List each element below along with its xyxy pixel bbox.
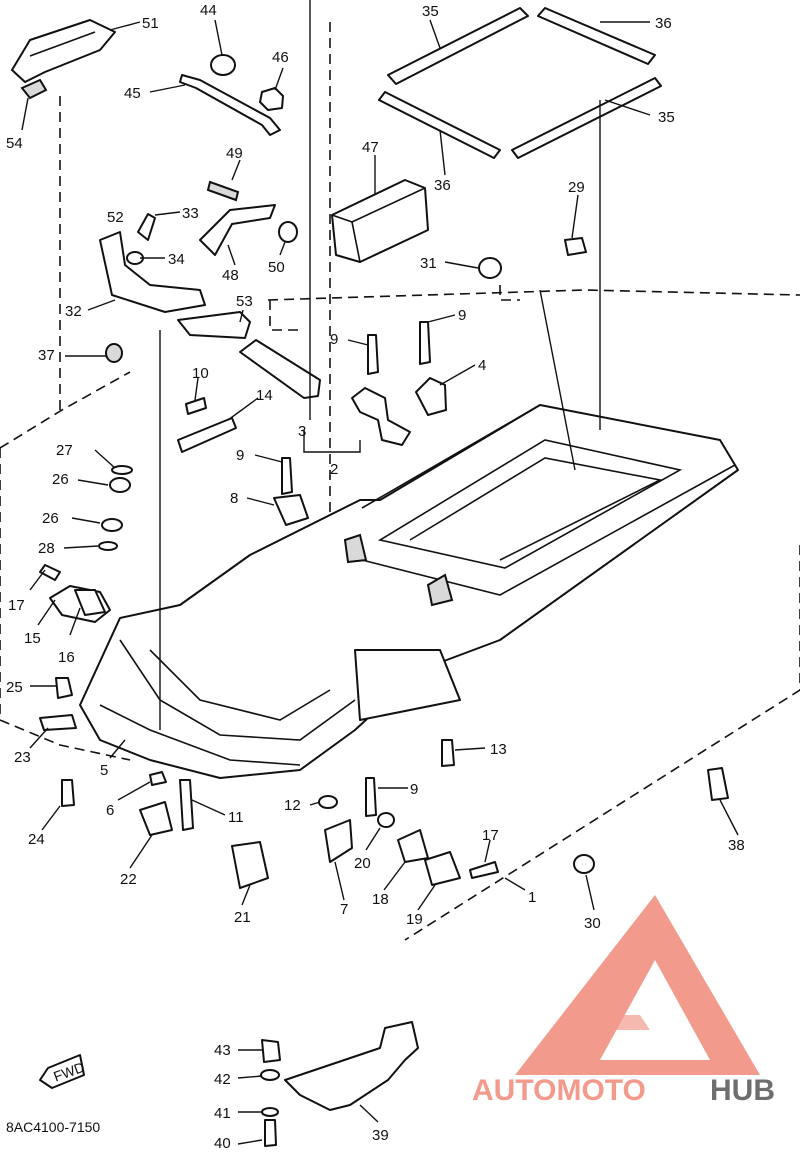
callout-32: 32 <box>65 303 82 320</box>
callout-36: 36 <box>655 15 672 32</box>
callout-12: 12 <box>284 797 301 814</box>
callout-44: 44 <box>200 2 217 19</box>
callout-41: 41 <box>214 1105 231 1122</box>
callout-43: 43 <box>214 1042 231 1059</box>
watermark-text-dark: HUB <box>710 1074 775 1107</box>
watermark-logo: AUTOMOTO HUB <box>472 895 775 1107</box>
main-frame <box>79 404 739 779</box>
callout-11: 11 <box>228 809 244 826</box>
callout-10: 10 <box>192 365 209 382</box>
callout-7: 7 <box>340 901 348 918</box>
callout-51: 51 <box>142 15 159 32</box>
watermark-text-accent: AUTOMOTO <box>472 1074 646 1107</box>
callout-9-a: 9 <box>330 331 338 348</box>
callout-47: 47 <box>362 139 379 156</box>
callout-3: 3 <box>298 423 306 440</box>
callout-28: 28 <box>38 540 55 557</box>
callout-8: 8 <box>230 490 238 507</box>
dashed-assembly-outline <box>0 20 800 941</box>
storage-box <box>331 179 429 263</box>
callout-1: 1 <box>528 889 536 906</box>
callout-19: 19 <box>406 911 423 928</box>
callout-23: 23 <box>14 749 31 766</box>
callout-54: 54 <box>6 135 23 152</box>
callout-2: 2 <box>330 461 338 478</box>
diagram-code: 8AC4100-7150 <box>6 1119 100 1135</box>
callout-9-b: 9 <box>458 307 466 324</box>
callout-48: 48 <box>222 267 239 284</box>
callout-53: 53 <box>236 293 253 310</box>
callout-37: 37 <box>38 347 55 364</box>
callout-35: 35 <box>422 3 439 20</box>
rod-assembly <box>179 54 284 136</box>
callout-25: 25 <box>6 679 23 696</box>
callout-17-a: 17 <box>8 597 25 614</box>
fwd-arrow-icon: FWD <box>39 1054 87 1089</box>
callout-16: 16 <box>58 649 75 666</box>
callout-26-b: 26 <box>42 510 59 527</box>
callout-31: 31 <box>420 255 437 272</box>
callout-38: 38 <box>728 837 745 854</box>
callout-22: 22 <box>120 871 137 888</box>
callout-30: 30 <box>584 915 601 932</box>
bracket-39-assembly <box>260 1021 419 1147</box>
callout-40: 40 <box>214 1135 231 1152</box>
callout-49: 49 <box>226 145 243 162</box>
bracket-group-upper <box>99 180 587 339</box>
callout-14: 14 <box>256 387 273 404</box>
callout-20: 20 <box>354 855 371 872</box>
callout-29: 29 <box>568 179 585 196</box>
callout-27: 27 <box>56 442 73 459</box>
watermark-triangle-icon <box>515 895 760 1075</box>
fastener-group-bottom <box>231 739 729 889</box>
callout-33: 33 <box>182 205 199 222</box>
callout-21: 21 <box>234 909 251 926</box>
callout-50: 50 <box>268 259 285 276</box>
seat-rail-set <box>378 7 662 159</box>
callout-9-d: 9 <box>410 781 418 798</box>
callout-13: 13 <box>490 741 507 758</box>
callout-26-a: 26 <box>52 471 69 488</box>
callout-39: 39 <box>372 1127 389 1144</box>
callout-34: 34 <box>168 251 185 268</box>
callout-17-b: 17 <box>482 827 499 844</box>
callout-labels: 51 54 44 46 45 35 36 35 36 47 49 52 33 3… <box>6 2 745 1152</box>
callout-5: 5 <box>100 762 108 779</box>
bracket-group-mid <box>105 321 447 453</box>
callout-35-lower: 35 <box>658 109 675 126</box>
callout-18: 18 <box>372 891 389 908</box>
callout-46: 46 <box>272 49 289 66</box>
callout-36-lower: 36 <box>434 177 451 194</box>
cover-plate <box>11 19 116 100</box>
leader-lines <box>21 0 739 1145</box>
callout-52: 52 <box>107 209 124 226</box>
callout-42: 42 <box>214 1071 231 1088</box>
callout-24: 24 <box>28 831 45 848</box>
callout-9-c: 9 <box>236 447 244 464</box>
callout-4: 4 <box>478 357 486 374</box>
fastener-group-left <box>39 457 309 836</box>
callout-15: 15 <box>24 630 41 647</box>
callout-45: 45 <box>124 85 141 102</box>
callout-6: 6 <box>106 802 114 819</box>
